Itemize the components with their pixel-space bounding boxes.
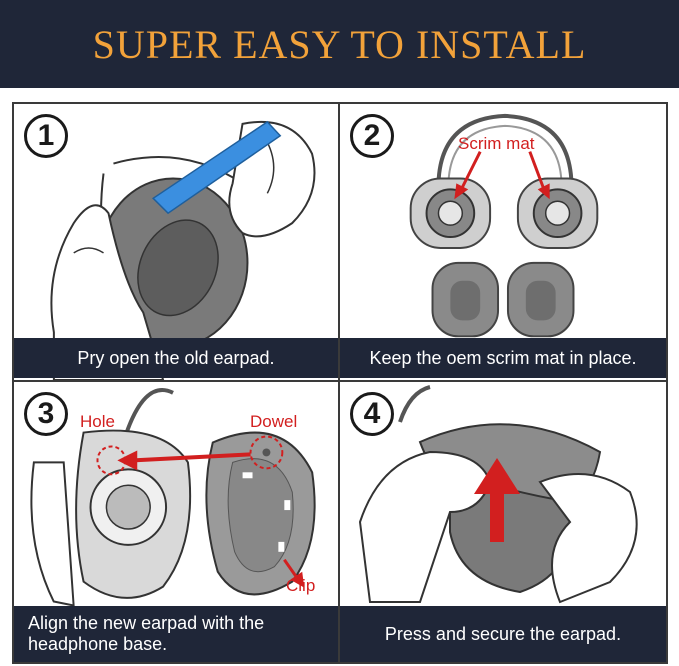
banner-title: SUPER EASY TO INSTALL: [92, 21, 587, 67]
steps-grid: 1 Pry open the old earpad.: [12, 102, 668, 664]
step-number: 4: [350, 392, 394, 436]
step-4-panel: 4 Press and secure the earpad.: [340, 382, 666, 662]
step-3-panel: 3 Hole Dowel Clip Align the new earpad w…: [14, 382, 340, 662]
step-caption: Press and secure the earpad.: [340, 606, 666, 662]
step-1-panel: 1 Pry open the old earpad.: [14, 104, 340, 382]
step-caption: Keep the oem scrim mat in place.: [340, 338, 666, 378]
step-number: 2: [350, 114, 394, 158]
dowel-label: Dowel: [250, 412, 298, 431]
clip-label: Clip: [286, 576, 316, 595]
step-1-illustration: [50, 120, 316, 380]
header-banner: SUPER EASY TO INSTALL: [0, 0, 679, 88]
step-4-illustration: [358, 385, 638, 604]
step-caption: Pry open the old earpad.: [14, 338, 338, 378]
step-number: 3: [24, 392, 68, 436]
hole-label: Hole: [80, 412, 115, 431]
step-2-panel: 2 Scrim mat Keep the oem scrim mat in pl…: [340, 104, 666, 382]
scrim-mat-label: Scrim mat: [458, 134, 535, 153]
step-caption: Align the new earpad with the headphone …: [14, 606, 338, 662]
step-number: 1: [24, 114, 68, 158]
step-2-illustration: [409, 113, 599, 338]
step-3-illustration: [30, 388, 316, 607]
